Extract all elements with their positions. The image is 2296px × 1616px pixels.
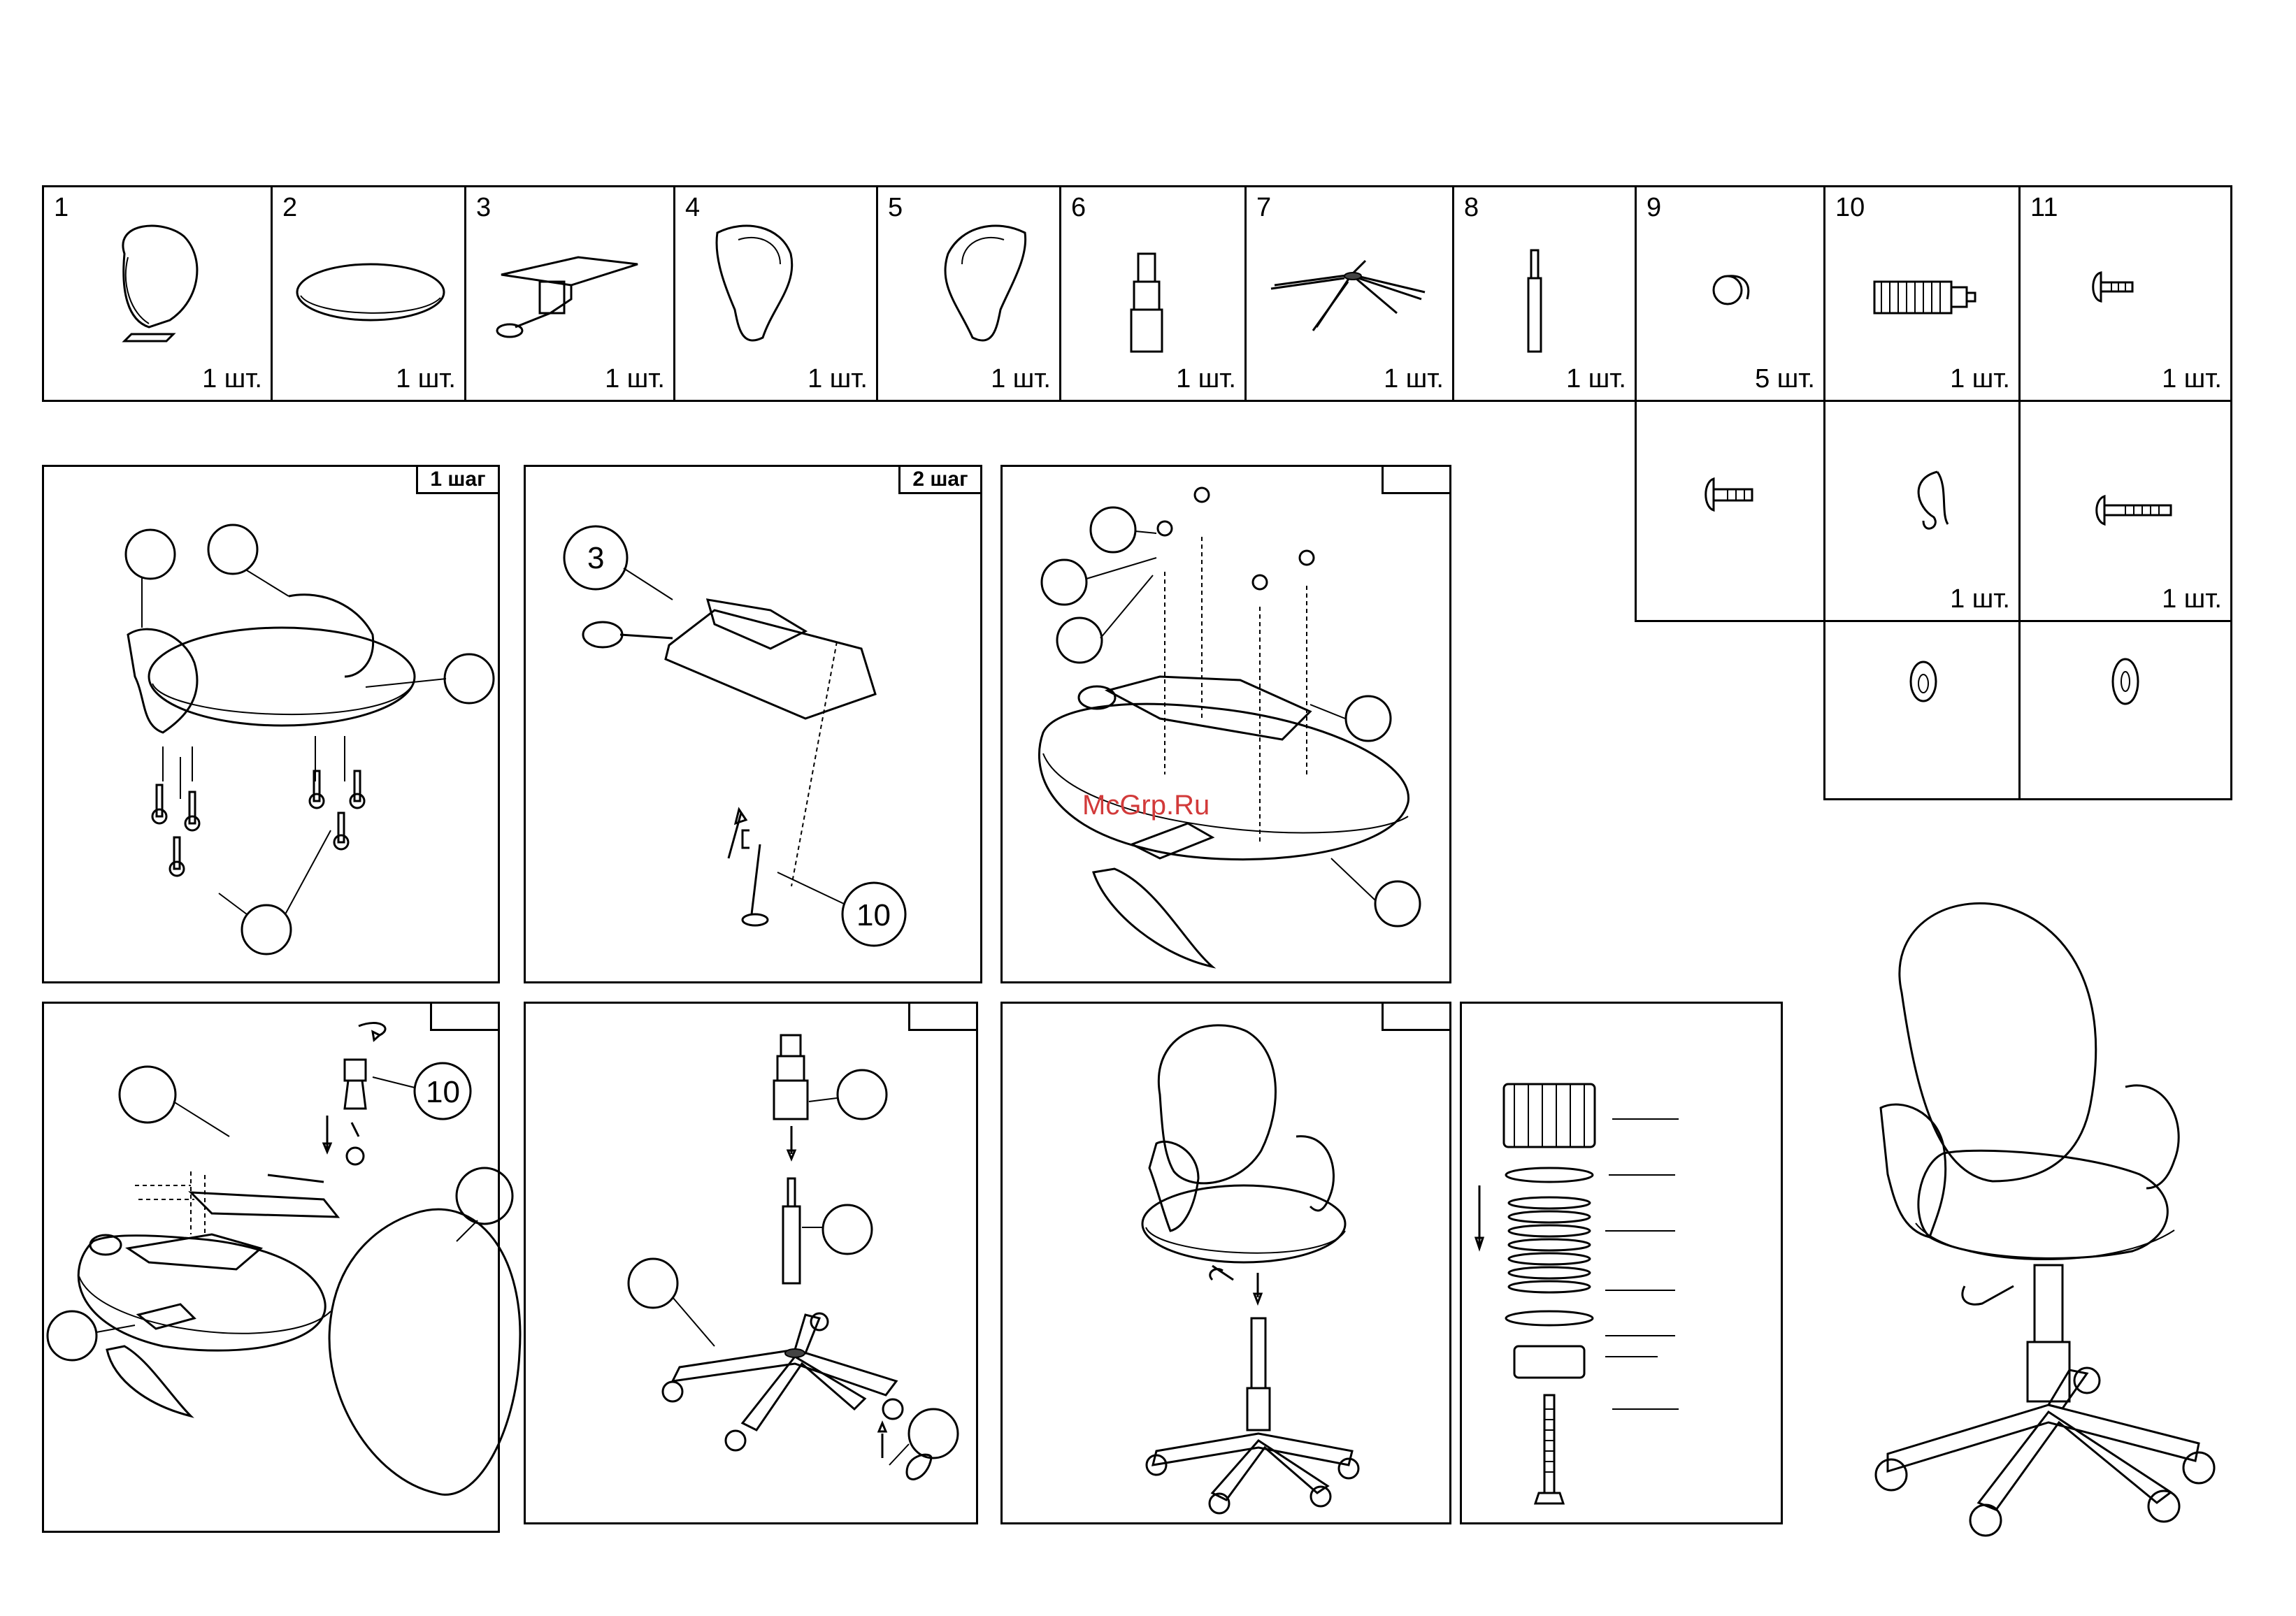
watermark: McGrp.Ru [1082,790,1210,821]
